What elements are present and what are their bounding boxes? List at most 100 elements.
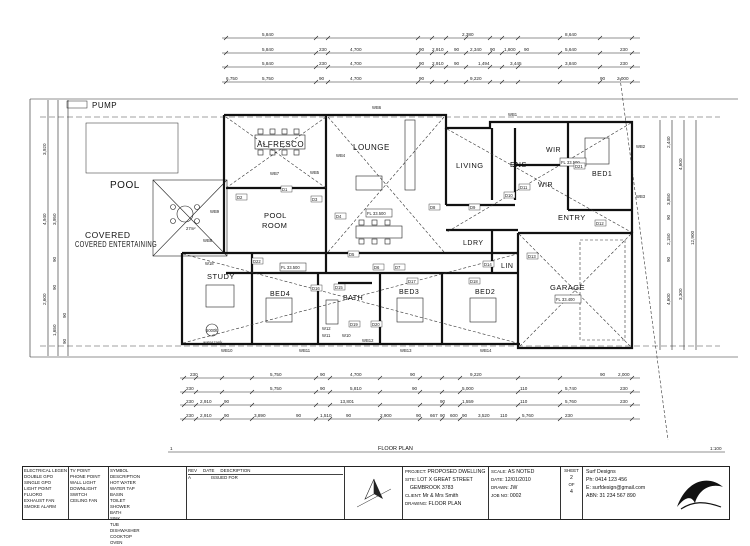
- dim-bot-2-f: 5,000: [462, 386, 474, 391]
- dimension-tick: [223, 50, 229, 56]
- north-arrow-icon: [356, 478, 392, 508]
- legend-right-item: OVEN: [110, 540, 123, 545]
- legend-left-item: LIGHT POINT: [24, 486, 52, 491]
- client-value: Mr & Mrs Smith: [422, 493, 459, 499]
- dim-top-4-f: 9,220: [470, 76, 482, 81]
- garage-parking-area: [579, 239, 626, 341]
- tag-wb11: WB11: [299, 348, 311, 353]
- dim-bot-4-p: 5,760: [522, 413, 534, 418]
- dimension-tick: [313, 416, 319, 422]
- room-alfresco: ALFRESCO: [257, 140, 304, 149]
- dim-bot-3-c: 90: [224, 399, 230, 404]
- room-ens: ENS: [510, 160, 527, 169]
- client-label: CLIENT:: [405, 493, 422, 498]
- dimension-tick: [415, 64, 421, 70]
- dim-top-3-d: 90: [419, 61, 425, 66]
- tag-w11: W11: [322, 333, 331, 338]
- scale-value: AS NOTED: [507, 469, 535, 475]
- dimension-tick: [429, 64, 435, 70]
- dimension-tick: [327, 375, 333, 381]
- rev-col-date: DATE: [203, 468, 215, 473]
- dining-table-icon: [355, 219, 403, 245]
- dim-bot-2-e: 90: [412, 386, 418, 391]
- dim-bot-3-a: 230: [186, 399, 194, 404]
- fl-lounge: FL 33.500: [367, 211, 386, 216]
- dim-right-a: 2,440: [666, 136, 671, 148]
- dimension-tick: [313, 375, 319, 381]
- dim-bot-4-i: 90: [416, 413, 422, 418]
- dim-right-d: 90: [666, 214, 671, 220]
- dim-bot-4-a: 230: [186, 413, 194, 418]
- dimension-tick: [415, 50, 421, 56]
- dim-top-3-f: 90: [454, 61, 460, 66]
- dim-bot-4-c: 90: [224, 413, 230, 418]
- dimension-tick: [417, 416, 423, 422]
- house-walls: [180, 113, 634, 350]
- dimension-tick: [499, 79, 505, 85]
- dimension-tick: [487, 79, 493, 85]
- dimension-tick: [219, 416, 225, 422]
- dimension-tick: [325, 64, 331, 70]
- dim-top-2-j: 90: [524, 47, 530, 52]
- dim-right-g: 12,900: [690, 231, 695, 245]
- dim-top-2-e: 2,910: [432, 47, 444, 52]
- window-tags: WB1 WB2 WB3 WB4 WB5 WB6 WB7 WB8 WB9 WB10…: [203, 105, 646, 353]
- dim-top-4-c: 90: [319, 76, 325, 81]
- door-tag-box: [526, 252, 539, 260]
- company-abn: ABN: 31 234 567 890: [586, 493, 636, 499]
- dimension-tick: [313, 402, 319, 408]
- dim-bot-2-g: 110: [520, 386, 528, 391]
- dimension-tick: [515, 375, 521, 381]
- tag-wb14: WB14: [480, 348, 492, 353]
- room-lin: LIN: [501, 263, 513, 270]
- dimension-tick: [193, 416, 199, 422]
- dim-top-3-j: 230: [620, 61, 628, 66]
- bottom-dimensions: 230 5,750 90 4,700 90 9,220 90 2,000 230…: [180, 372, 640, 422]
- dimension-tick: [429, 50, 435, 56]
- dim-bot-4-d: 3,890: [254, 413, 266, 418]
- room-bed4: BED4: [270, 291, 290, 298]
- door-tag-d9: D9: [470, 205, 476, 210]
- dim-top-4-e: 90: [419, 76, 425, 81]
- floor-levels: FL 33.500 FL 33.500 FL 33.500 FL 33.400: [279, 157, 587, 304]
- job-value: 0002: [509, 493, 522, 499]
- bed-icon-bed1: [584, 137, 610, 165]
- legend-mid-item: DOWNLIGHT: [70, 486, 97, 491]
- company-name: Surf Designs: [586, 469, 616, 475]
- door-tag-d2: D2: [237, 195, 243, 200]
- dimension-tick: [629, 402, 635, 408]
- dim-top-1-c: 8,640: [565, 32, 577, 37]
- dimension-tick: [313, 35, 319, 41]
- sheet-info: SHEET 2 OF 4: [561, 467, 583, 519]
- dimension-tick: [515, 389, 521, 395]
- door-tag-d10: D10: [505, 193, 513, 198]
- dimension-tick: [557, 402, 563, 408]
- door-tag-d12: D12: [596, 221, 604, 226]
- dim-left-a: 3,920: [42, 143, 47, 155]
- legend-right-item: WATER TAP: [110, 486, 135, 491]
- revision-block: REV DATE DESCRIPTION A ISSUED FOR: [187, 467, 345, 519]
- date-value: 12/01/2010: [504, 477, 531, 483]
- fl-garage: FL 33.400: [556, 297, 575, 302]
- dimension-tick: [597, 50, 603, 56]
- dim-left-f: 90: [52, 284, 57, 290]
- dimension-tick: [439, 402, 445, 408]
- door-tag-box: [333, 283, 346, 291]
- door-tag-box: [468, 203, 481, 211]
- dimension-tick: [515, 79, 521, 85]
- legend-right-item: BATH: [110, 510, 122, 515]
- dimension-tick: [325, 79, 331, 85]
- dimension-tick: [377, 416, 383, 422]
- dimension-tick: [327, 416, 333, 422]
- tag-w10: W10: [342, 333, 351, 338]
- room-bed2: BED2: [475, 289, 495, 296]
- sheet-label: SHEET: [564, 468, 579, 473]
- dim-bot-4-n: 3,520: [478, 413, 490, 418]
- rev-col-rev: REV: [188, 468, 198, 473]
- dim-bot-2-i: 230: [620, 386, 628, 391]
- door-tag-box: [594, 219, 607, 227]
- dim-right-f: 90: [666, 256, 671, 262]
- dim-right-e: 2,150: [666, 233, 671, 245]
- dimension-tick: [377, 389, 383, 395]
